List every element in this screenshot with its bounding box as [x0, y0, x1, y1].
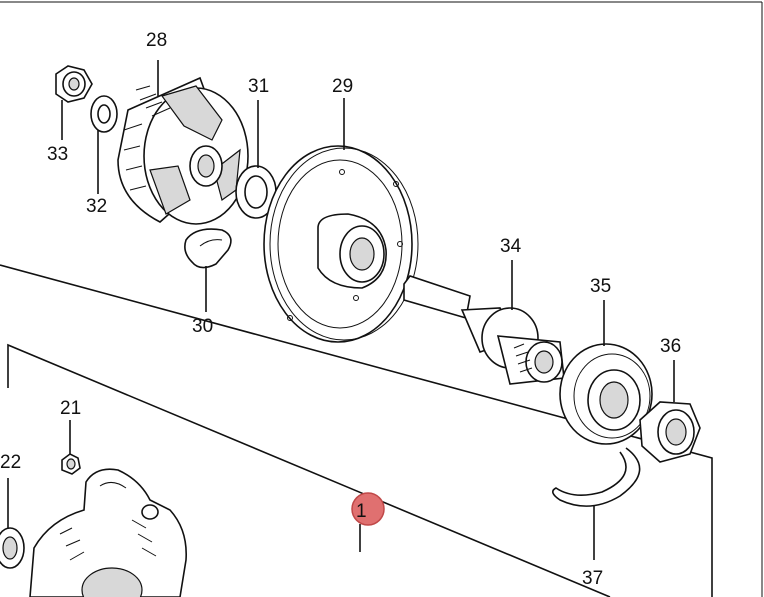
- part-21-nut: [61, 453, 81, 475]
- label-31: 31: [248, 76, 269, 97]
- part-35-bearing: [559, 343, 653, 445]
- crankcase-housing: [29, 468, 187, 597]
- marker-1-label: 1: [356, 501, 367, 522]
- label-22: 22: [0, 452, 21, 473]
- part-36-nut: [639, 401, 701, 463]
- label-37: 37: [582, 568, 603, 589]
- label-36: 36: [660, 336, 681, 357]
- label-28: 28: [146, 30, 167, 51]
- part-32-washer: [90, 95, 118, 133]
- label-29: 29: [332, 76, 353, 97]
- part-29-large-gear: [263, 145, 419, 343]
- callout-marker-1[interactable]: 1: [351, 492, 385, 526]
- assembly-outline-outer: [0, 264, 713, 597]
- part-31-washer: [235, 165, 277, 219]
- assembly-outline-inner: [7, 343, 611, 597]
- label-35: 35: [590, 276, 611, 297]
- label-32: 32: [86, 196, 107, 217]
- part-37-circlip: [552, 447, 641, 507]
- part-33-nut: [55, 65, 93, 103]
- part-34-shaft: [403, 275, 565, 385]
- part-30-damper: [184, 228, 232, 269]
- label-34: 34: [500, 236, 522, 257]
- part-22-washer: [0, 527, 25, 569]
- label-30: 30: [192, 316, 213, 337]
- label-21: 21: [60, 398, 81, 419]
- part-28-gear-hub: [117, 76, 249, 225]
- label-33: 33: [47, 144, 68, 165]
